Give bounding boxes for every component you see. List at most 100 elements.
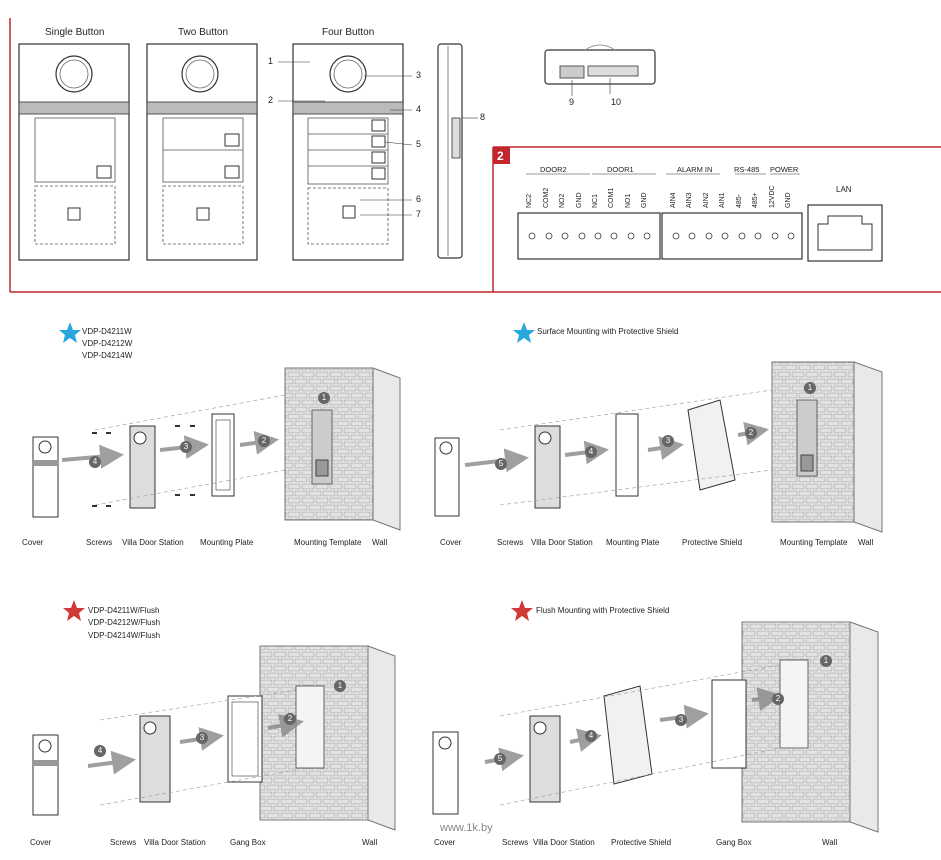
- s4-title: Flush Mounting with Protective Shield: [536, 606, 670, 615]
- s2-title: Surface Mounting with Protective Shield: [537, 327, 679, 336]
- s2-label-cover: Cover: [440, 538, 462, 547]
- s3-step-4: 4: [94, 745, 106, 757]
- callout-9: 9: [569, 97, 575, 107]
- group-alarm-in: ALARM IN: [677, 165, 713, 174]
- s3-model-1: VDP-D4211W/Flush: [88, 606, 160, 615]
- s1-label-cover: Cover: [22, 538, 44, 547]
- s4-step-4: 4: [585, 730, 597, 742]
- title-four-button: Four Button: [322, 27, 375, 38]
- s1-model-2: VDP-D4212W: [82, 339, 133, 348]
- watermark: www.1k.by: [440, 822, 493, 834]
- callout-2: 2: [268, 95, 274, 105]
- terminal-ain4: AIN4: [670, 192, 677, 208]
- star-icon-red: [63, 600, 85, 621]
- device-single-button: [18, 43, 130, 261]
- callout-7: 7: [416, 209, 422, 219]
- group-door2: DOOR2: [540, 165, 567, 174]
- panel2-badge-bg: [493, 147, 510, 164]
- s1-model-3: VDP-D4214W: [82, 351, 133, 360]
- terminal-ain1: AIN1: [719, 192, 726, 208]
- s3-label-station: Villa Door Station: [144, 838, 206, 847]
- terminal-com2: COM2: [543, 187, 550, 208]
- s2-step-5: 5: [495, 458, 507, 470]
- s3-label-screws: Screws: [110, 838, 137, 847]
- terminal-nc2: NC2: [526, 193, 533, 208]
- s3-model-2: VDP-D4212W/Flush: [88, 618, 161, 627]
- title-two-button: Two Button: [178, 27, 229, 38]
- panel2-badge: 2: [497, 149, 504, 163]
- s1-label-wall: Wall: [372, 538, 388, 547]
- device-bottom-view: [544, 44, 656, 96]
- s3-step-2: 2: [284, 713, 296, 725]
- s1-step-1: 1: [318, 392, 330, 404]
- s2-step-3: 3: [662, 435, 674, 447]
- section4-illustration: [432, 621, 879, 833]
- section1-illustration: [32, 367, 401, 531]
- s3-model-3: VDP-D4214W/Flush: [88, 631, 161, 640]
- s3-step-1: 1: [334, 680, 346, 692]
- s3-step-3: 3: [196, 732, 208, 744]
- star-icon-blue: [59, 322, 81, 343]
- star-icon-red: [511, 600, 533, 621]
- group-rs485: RS-485: [734, 165, 760, 174]
- callout-3: 3: [416, 70, 422, 80]
- s2-label-screws: Screws: [497, 538, 524, 547]
- s2-label-template: Mounting Template: [780, 538, 848, 547]
- s1-label-template: Mounting Template: [294, 538, 362, 547]
- s2-step-1: 1: [804, 382, 816, 394]
- callout-10: 10: [611, 97, 622, 107]
- s2-step-2: 2: [745, 427, 757, 439]
- terminal-ain3: AIN3: [686, 192, 693, 208]
- s2-label-plate: Mounting Plate: [606, 538, 660, 547]
- s2-step-4: 4: [585, 446, 597, 458]
- section2-illustration: [434, 361, 883, 533]
- s1-step-4: 4: [89, 456, 101, 468]
- s2-label-shield: Protective Shield: [682, 538, 743, 547]
- s1-label-screws: Screws: [86, 538, 113, 547]
- terminal-12vdc: 12VDC: [769, 185, 776, 208]
- terminal-485-plus: 485+: [752, 192, 759, 208]
- s4-step-5: 5: [494, 753, 506, 765]
- s4-label-shield: Protective Shield: [611, 838, 672, 847]
- s4-step-3: 3: [675, 714, 687, 726]
- section3-illustration: [32, 645, 396, 831]
- callout-6: 6: [416, 194, 422, 204]
- s1-label-plate: Mounting Plate: [200, 538, 254, 547]
- s2-label-wall: Wall: [858, 538, 874, 547]
- device-four-button: [278, 43, 413, 261]
- s3-label-cover: Cover: [30, 838, 52, 847]
- lan-label: LAN: [836, 185, 852, 194]
- device-side-view: [437, 43, 478, 259]
- s2-label-station: Villa Door Station: [531, 538, 593, 547]
- terminal-gnd-3: GND: [785, 192, 792, 208]
- terminal-no1: NO1: [625, 193, 632, 208]
- s1-label-station: Villa Door Station: [122, 538, 184, 547]
- s4-step-2: 2: [772, 693, 784, 705]
- group-power: POWER: [770, 165, 799, 174]
- title-single-button: Single Button: [45, 27, 105, 38]
- s1-model-1: VDP-D4211W: [82, 327, 132, 336]
- callout-4: 4: [416, 104, 422, 114]
- s1-step-3: 3: [180, 441, 192, 453]
- callout-8: 8: [480, 112, 486, 122]
- terminal-485-minus: 485-: [736, 193, 743, 208]
- terminal-com1: COM1: [608, 187, 615, 208]
- s3-label-wall: Wall: [362, 838, 378, 847]
- s1-step-2: 2: [258, 435, 270, 447]
- callout-1: 1: [268, 56, 274, 66]
- terminal-nc1: NC1: [592, 193, 599, 208]
- terminal-ain2: AIN2: [703, 192, 710, 208]
- s4-label-screws: Screws: [502, 838, 529, 847]
- s4-label-wall: Wall: [822, 838, 838, 847]
- terminal-no2: NO2: [559, 193, 566, 208]
- device-two-button: [146, 43, 258, 261]
- s4-label-station: Villa Door Station: [533, 838, 595, 847]
- terminal-block: [517, 173, 883, 262]
- callout-5: 5: [416, 139, 422, 149]
- terminal-gnd-1: GND: [576, 192, 583, 208]
- s3-label-gangbox: Gang Box: [230, 838, 266, 847]
- s4-label-gangbox: Gang Box: [716, 838, 752, 847]
- s4-step-1: 1: [820, 655, 832, 667]
- terminal-gnd-2: GND: [641, 192, 648, 208]
